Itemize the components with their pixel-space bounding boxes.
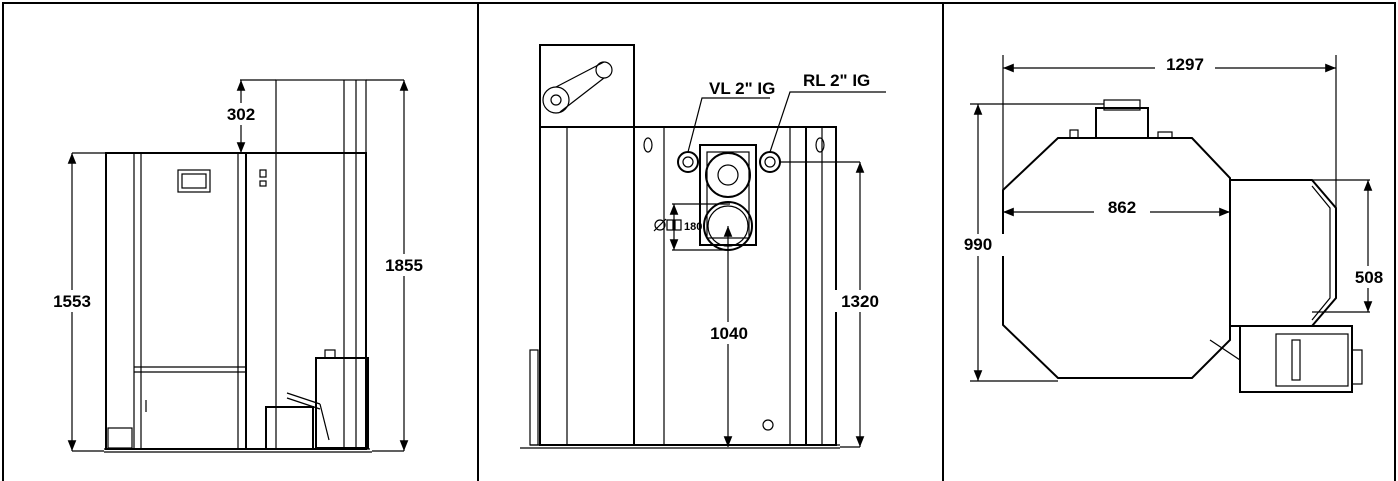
top-depth-hopper-label: 508	[1355, 268, 1383, 287]
side-height-flue-label: 1040	[710, 324, 748, 343]
side-flow-label: VL 2" IG	[709, 79, 775, 98]
side-flue-diameter-label: 180	[684, 221, 702, 233]
top-depth-total-label: 990	[964, 235, 992, 254]
top-width-body-label: 862	[1108, 198, 1136, 217]
front-height-total-label: 1855	[385, 256, 423, 275]
side-view-panel	[520, 44, 888, 449]
front-view-panel	[44, 79, 432, 453]
front-height-boiler-label: 1553	[53, 292, 91, 311]
side-height-connection-label: 1320	[841, 292, 879, 311]
top-view-panel	[950, 55, 1390, 393]
front-offset-top-label: 302	[227, 105, 255, 124]
side-return-label: RL 2" IG	[803, 71, 870, 90]
top-width-total-label: 1297	[1166, 55, 1204, 74]
